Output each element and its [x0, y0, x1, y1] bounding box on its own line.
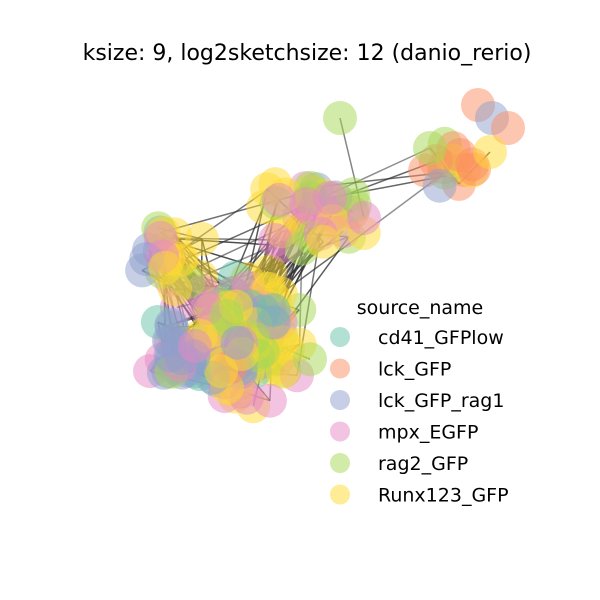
legend-marker	[330, 358, 350, 379]
network-node	[252, 383, 287, 418]
network-node	[443, 138, 478, 172]
legend-label: lck_GFP	[378, 359, 451, 381]
network-node	[209, 299, 244, 333]
network-node	[323, 101, 357, 135]
legend-marker	[330, 390, 350, 410]
legend-label: Runx123_GFP	[378, 485, 509, 507]
network-node	[312, 180, 347, 215]
chart-title: ksize: 9, log2sketchsize: 12 (danio_reri…	[83, 41, 532, 66]
network-node	[177, 329, 212, 363]
network-node	[413, 131, 447, 165]
network-node	[261, 182, 296, 217]
legend-entries: cd41_GFPlow lck_GFP lck_GFP_rag1 mpx_EGFPra…	[330, 327, 509, 507]
legend-marker	[330, 421, 350, 442]
network-node	[252, 254, 287, 289]
network-node	[258, 223, 292, 257]
network-nodes	[125, 88, 525, 424]
legend-label: lck_GFP_rag1	[378, 390, 504, 412]
network-node	[220, 325, 255, 360]
legend-title: source_name	[357, 297, 483, 319]
network-node	[306, 224, 341, 259]
network-node	[473, 135, 507, 169]
legend-label: cd41_GFPlow	[378, 327, 504, 349]
network-node	[347, 201, 381, 236]
network-node	[151, 323, 186, 358]
network-node	[293, 342, 327, 377]
network-node	[148, 250, 183, 285]
legend-label: rag2_GFP	[378, 453, 468, 475]
network-node	[204, 354, 239, 389]
network-node	[422, 168, 457, 203]
legend: source_name cd41_GFPlow lck_GFP lck_GFP_ra…	[330, 297, 509, 507]
legend-marker	[330, 453, 350, 473]
legend-label: mpx_EGFP	[378, 422, 478, 444]
legend-marker	[330, 327, 350, 347]
network-node	[256, 293, 291, 328]
network-node	[491, 111, 525, 145]
legend-marker	[330, 484, 350, 505]
